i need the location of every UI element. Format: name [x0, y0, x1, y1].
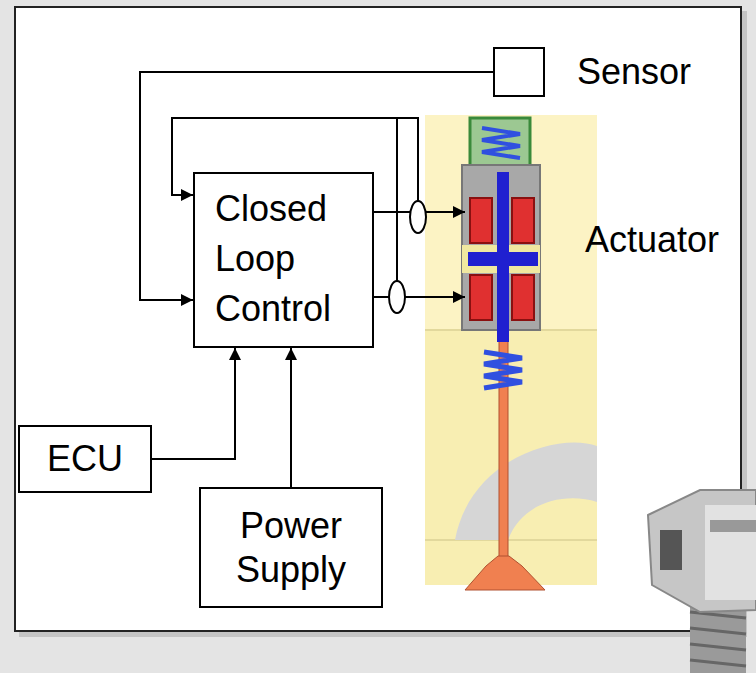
control-box: Closed Loop Control — [193, 172, 374, 348]
current-sensor — [389, 281, 405, 313]
coil — [470, 198, 492, 243]
box-label: ECU — [47, 437, 123, 481]
upper-spring — [482, 128, 520, 158]
lower-spring — [484, 352, 522, 388]
part-label: Sensor — [577, 50, 691, 94]
spring-housing — [470, 118, 530, 168]
actuator-node: Actuator — [418, 115, 600, 590]
signal-arrow — [374, 296, 465, 298]
armature-stem — [497, 172, 509, 342]
cylinder-head — [425, 330, 597, 585]
part-label: Actuator — [585, 218, 719, 262]
current-sensor — [410, 201, 426, 233]
valve-head — [465, 556, 545, 590]
signal-arrow — [290, 348, 292, 487]
background-area — [425, 115, 597, 585]
box-label: Closed Loop Control — [215, 184, 364, 334]
power-supply-box: Power Supply — [199, 487, 383, 608]
signal-arrow — [152, 348, 235, 459]
ecu-box: ECU — [18, 425, 152, 493]
coil — [512, 198, 534, 243]
coil — [470, 275, 492, 320]
head-line — [425, 539, 597, 541]
port — [455, 442, 597, 540]
actuator-photo — [648, 490, 756, 673]
sense-wire — [396, 118, 398, 281]
sensor-box: Sensor — [493, 47, 545, 97]
box-label: Power Supply — [211, 504, 371, 592]
coil — [512, 275, 534, 320]
